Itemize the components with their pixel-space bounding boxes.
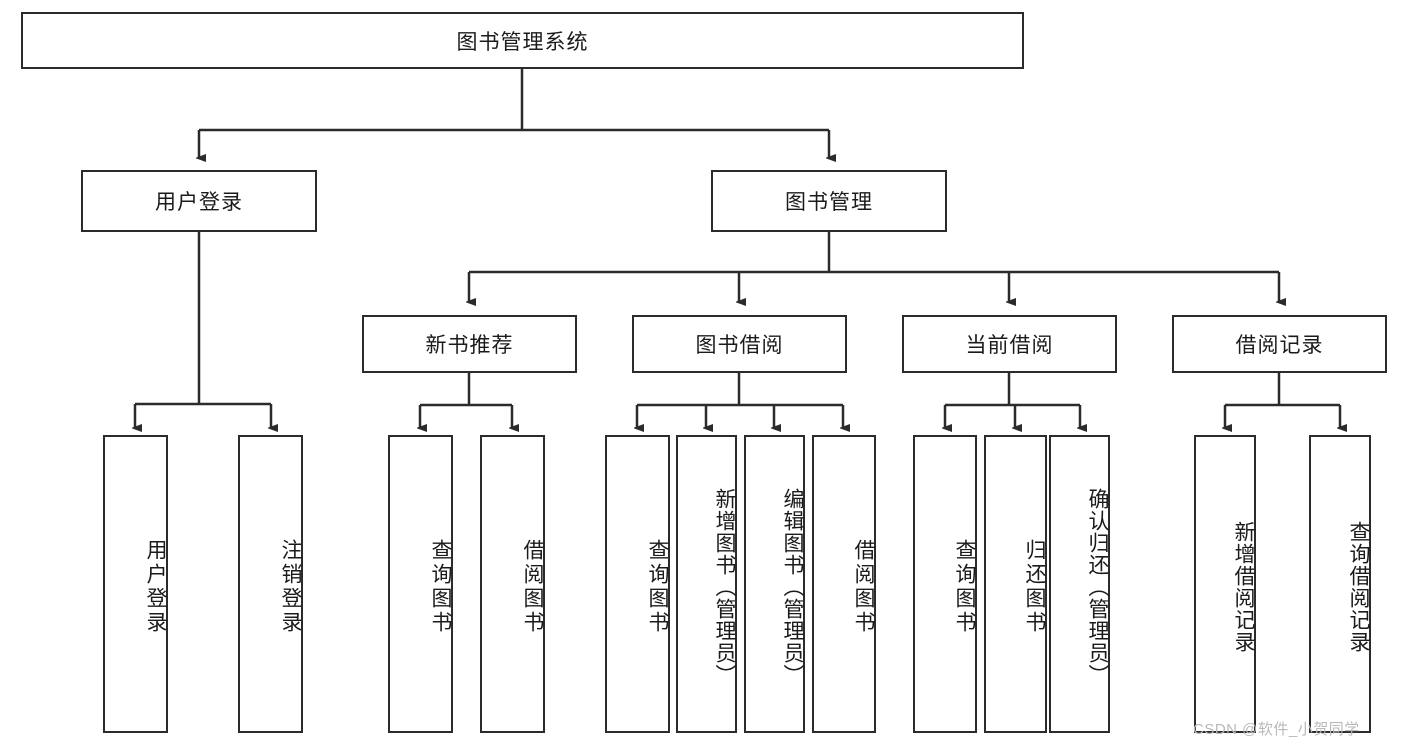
leaf-return-book[interactable]: 归还图书 [984, 435, 1047, 733]
node-label: 查询图书 [646, 539, 669, 635]
node-borrow-record[interactable]: 借阅记录 [1172, 315, 1387, 373]
leaf-edit-book-admin[interactable]: 编辑图书（管理员） [744, 435, 805, 733]
node-current-borrow[interactable]: 当前借阅 [902, 315, 1117, 373]
node-label: 借阅图书 [852, 539, 875, 635]
node-label: 确认归还（管理员） [1086, 488, 1109, 686]
leaf-add-borrow-record[interactable]: 新增借阅记录 [1194, 435, 1256, 733]
leaf-query-borrow-record[interactable]: 查询借阅记录 [1309, 435, 1371, 733]
leaf-logout[interactable]: 注销登录 [238, 435, 303, 733]
node-label: 新增图书（管理员） [713, 488, 736, 686]
node-label: 新书推荐 [425, 334, 514, 357]
node-root-system[interactable]: 图书管理系统 [21, 12, 1024, 69]
node-label: 当前借阅 [965, 334, 1054, 357]
leaf-confirm-return-admin[interactable]: 确认归还（管理员） [1049, 435, 1110, 733]
node-user-login[interactable]: 用户登录 [81, 170, 317, 232]
node-book-management[interactable]: 图书管理 [711, 170, 947, 232]
leaf-user-login[interactable]: 用户登录 [103, 435, 168, 733]
node-label: 编辑图书（管理员） [781, 488, 804, 686]
node-label: 归还图书 [1023, 539, 1046, 635]
node-label: 借阅图书 [521, 539, 544, 635]
node-label: 图书管理 [785, 191, 873, 214]
watermark-csdn: CSDN @软件_小贺同学 [1193, 721, 1360, 738]
node-label: 注销登录 [279, 539, 302, 635]
leaf-borrow-book-bb[interactable]: 借阅图书 [812, 435, 876, 733]
node-label: 查询图书 [429, 539, 452, 635]
node-label: 用户登录 [144, 539, 167, 635]
node-label: 新增借阅记录 [1232, 521, 1255, 653]
node-label: 查询借阅记录 [1347, 521, 1370, 653]
leaf-query-book-cb[interactable]: 查询图书 [913, 435, 977, 733]
node-label: 图书管理系统 [456, 30, 589, 54]
node-label: 用户登录 [155, 191, 243, 214]
node-new-book-recommend[interactable]: 新书推荐 [362, 315, 577, 373]
leaf-borrow-book-nbr[interactable]: 借阅图书 [480, 435, 545, 733]
node-label: 查询图书 [953, 539, 976, 635]
node-label: 借阅记录 [1235, 334, 1324, 357]
leaf-query-book-nbr[interactable]: 查询图书 [388, 435, 453, 733]
leaf-query-book-bb[interactable]: 查询图书 [605, 435, 670, 733]
leaf-add-book-admin[interactable]: 新增图书（管理员） [676, 435, 737, 733]
node-book-borrow[interactable]: 图书借阅 [632, 315, 847, 373]
node-label: 图书借阅 [695, 334, 784, 357]
